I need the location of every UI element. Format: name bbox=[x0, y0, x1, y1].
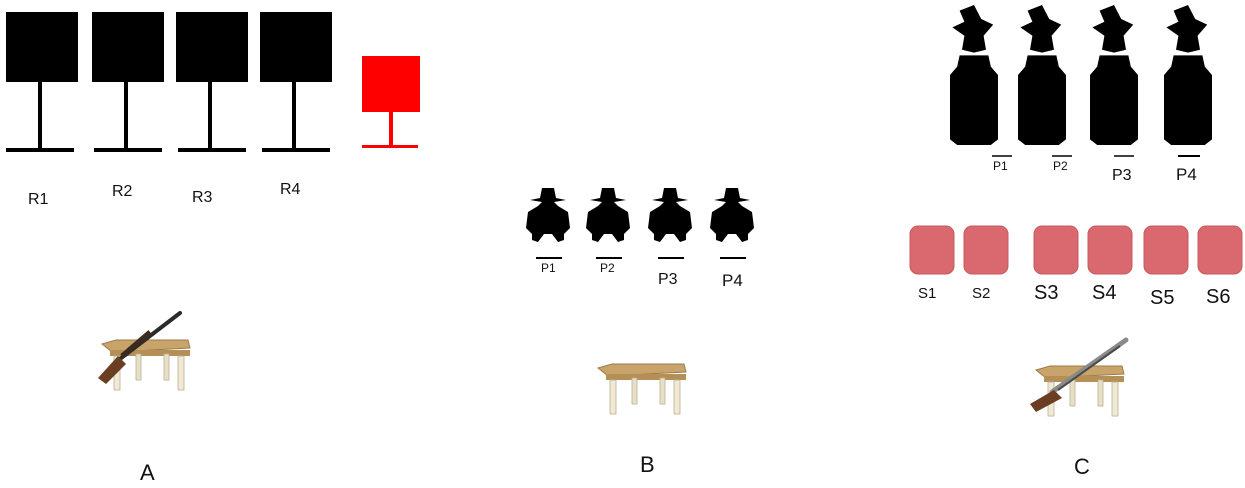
steel-target-r1 bbox=[6, 12, 78, 152]
label-c-p4: P4 bbox=[1176, 166, 1197, 183]
label-r3: R3 bbox=[192, 190, 212, 206]
caption-b: B bbox=[640, 454, 655, 476]
crouch-target-p2 bbox=[586, 188, 630, 242]
caption-a: A bbox=[140, 462, 155, 484]
label-r1: R1 bbox=[28, 192, 48, 208]
label-s3: S3 bbox=[1034, 283, 1058, 303]
steel-target-r4 bbox=[260, 12, 332, 152]
label-p1: P1 bbox=[541, 262, 556, 274]
steel-plate-s4 bbox=[1088, 226, 1132, 274]
panel-c bbox=[910, 5, 1242, 416]
label-r4: R4 bbox=[280, 182, 300, 198]
label-p2: P2 bbox=[600, 262, 615, 274]
label-r2: R2 bbox=[112, 184, 132, 200]
label-s1: S1 bbox=[918, 286, 936, 301]
steel-plate-s3 bbox=[1034, 226, 1078, 274]
bottle-target-p2 bbox=[1018, 5, 1066, 145]
label-c-p2: P2 bbox=[1053, 160, 1068, 172]
bottle-target-p3 bbox=[1090, 5, 1138, 145]
label-p4: P4 bbox=[722, 272, 743, 289]
label-c-p3: P3 bbox=[1112, 168, 1132, 184]
label-p3: P3 bbox=[658, 272, 678, 288]
label-s5: S5 bbox=[1150, 288, 1174, 308]
label-s2: S2 bbox=[972, 286, 990, 301]
plates bbox=[910, 226, 1242, 274]
steel-target-r2 bbox=[92, 12, 164, 152]
crouch-target-p3 bbox=[648, 188, 692, 242]
label-s4: S4 bbox=[1092, 283, 1116, 303]
label-c-p1: P1 bbox=[993, 160, 1008, 172]
caption-c: C bbox=[1074, 456, 1090, 478]
steel-plate-s1 bbox=[910, 226, 954, 274]
steel-plate-s6 bbox=[1198, 226, 1242, 274]
label-s6: S6 bbox=[1206, 287, 1230, 307]
steel-plate-s5 bbox=[1144, 226, 1188, 274]
bottle-target-p4 bbox=[1164, 5, 1212, 145]
panel-b bbox=[526, 188, 754, 414]
panel-a bbox=[6, 12, 420, 390]
red-popper-target bbox=[362, 56, 420, 148]
crouch-target-p1 bbox=[526, 188, 570, 242]
steel-target-r3 bbox=[176, 12, 248, 152]
crouch-target-p4 bbox=[710, 188, 754, 242]
steel-plate-s2 bbox=[964, 226, 1008, 274]
bottle-target-p1 bbox=[950, 5, 998, 145]
table-icon bbox=[598, 364, 686, 414]
